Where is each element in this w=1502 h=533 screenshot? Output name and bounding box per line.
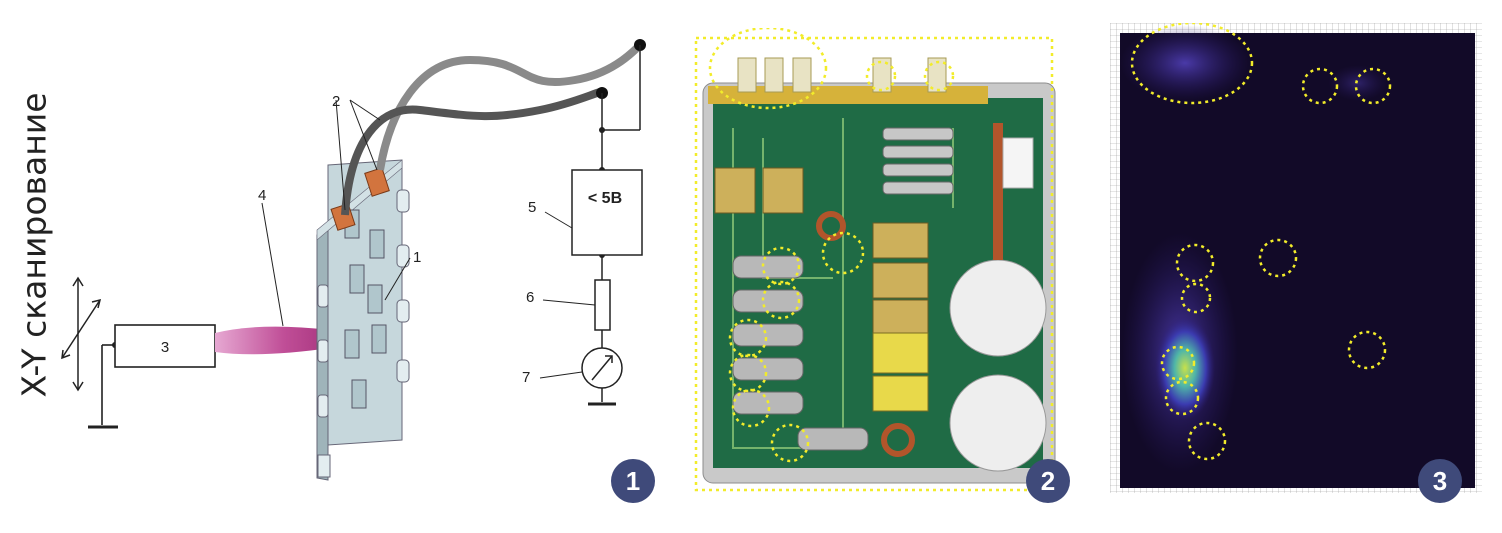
label-7: 7 [522, 369, 530, 386]
measurement-circuit [588, 45, 641, 406]
circuit-board [316, 159, 410, 481]
label-4: 4 [258, 187, 266, 204]
badge-3: 3 [1418, 459, 1462, 503]
badge-2: 2 [1026, 459, 1070, 503]
badge-1: 1 [611, 459, 655, 503]
stand [88, 344, 118, 429]
scan-heatmap [1110, 23, 1482, 493]
label-5: 5 [528, 199, 536, 216]
schematic-diagram: 3 4 1 [61, 39, 646, 481]
xy-axes-arrows [61, 276, 102, 392]
beam [215, 326, 330, 355]
wire-light [376, 42, 643, 171]
pcb-photo [693, 28, 1058, 493]
label-1: 1 [413, 249, 421, 266]
probe-box [114, 324, 216, 368]
label-3: 3 [161, 339, 169, 356]
wire-dark [341, 88, 602, 216]
resistor [594, 279, 611, 331]
label-2: 2 [332, 93, 340, 110]
power-supply [571, 169, 643, 256]
label-6: 6 [526, 289, 534, 306]
power-supply-label: < 5B [588, 190, 622, 207]
contacts [330, 167, 390, 231]
